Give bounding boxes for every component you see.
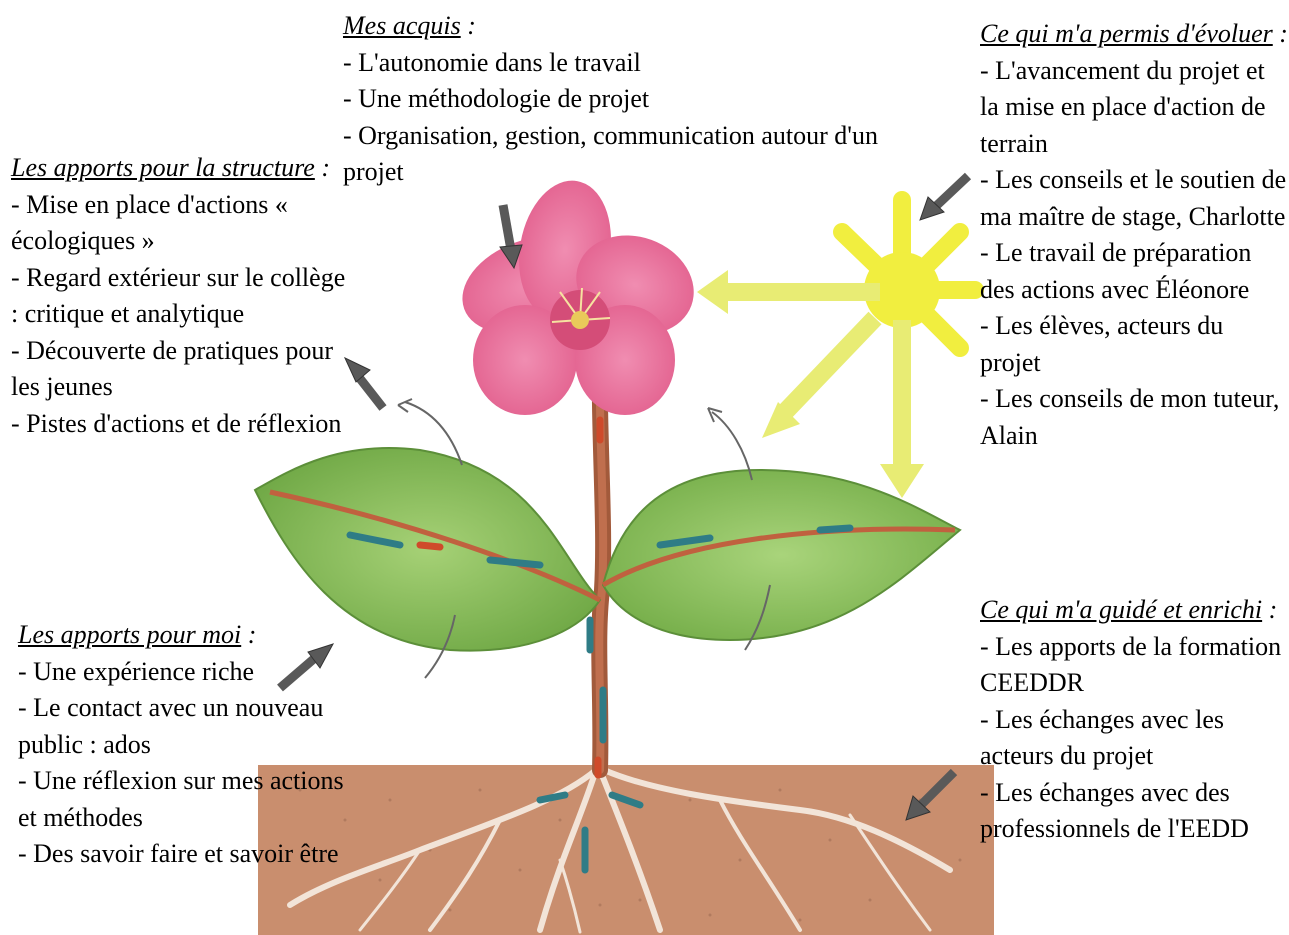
evoluer-item: - Le travail de préparation des actions … [980, 235, 1289, 308]
guide-item: - Les échanges avec des professionnels d… [980, 775, 1289, 848]
moi-item: - Des savoir faire et savoir être [18, 836, 358, 873]
guide-block: Ce qui m'a guidé et enrichi : - Les appo… [980, 592, 1289, 848]
evoluer-item: - Les conseils de mon tuteur, Alain [980, 381, 1289, 454]
evoluer-title: Ce qui m'a permis d'évoluer : [980, 16, 1289, 53]
acquis-item: - Organisation, gestion, communication a… [343, 118, 903, 191]
evoluer-item: - L'avancement du projet et la mise en p… [980, 53, 1289, 163]
acquis-item: - L'autonomie dans le travail [343, 45, 903, 82]
acquis-item: - Une méthodologie de projet [343, 81, 903, 118]
moi-title: Les apports pour moi : [18, 617, 358, 654]
evoluer-item: - Les conseils et le soutien de ma maîtr… [980, 162, 1289, 235]
structure-title: Les apports pour la structure : [11, 150, 356, 187]
structure-item: - Regard extérieur sur le collège : crit… [11, 260, 356, 333]
moi-item: - Une expérience riche [18, 654, 358, 691]
evoluer-item: - Les élèves, acteurs du projet [980, 308, 1289, 381]
sun [697, 200, 975, 498]
guide-title: Ce qui m'a guidé et enrichi : [980, 592, 1289, 629]
moi-item: - Le contact avec un nouveau public : ad… [18, 690, 358, 763]
moi-item: - Une réflexion sur mes actions et métho… [18, 763, 358, 836]
acquis-title: Mes acquis : [343, 8, 903, 45]
acquis-block: Mes acquis : - L'autonomie dans le trava… [343, 8, 903, 191]
soil [258, 765, 994, 935]
structure-block: Les apports pour la structure : - Mise e… [11, 150, 356, 442]
right-leaf [603, 470, 960, 640]
structure-item: - Découverte de pratiques pour les jeune… [11, 333, 356, 406]
structure-item: - Mise en place d'actions « écologiques … [11, 187, 356, 260]
structure-item: - Pistes d'actions et de réflexion [11, 406, 356, 443]
moi-block: Les apports pour moi : - Une expérience … [18, 617, 358, 873]
flower [449, 173, 708, 415]
evoluer-block: Ce qui m'a permis d'évoluer : - L'avance… [980, 16, 1289, 454]
guide-item: - Les échanges avec les acteurs du proje… [980, 702, 1289, 775]
guide-item: - Les apports de la formation CEEDDR [980, 629, 1289, 702]
